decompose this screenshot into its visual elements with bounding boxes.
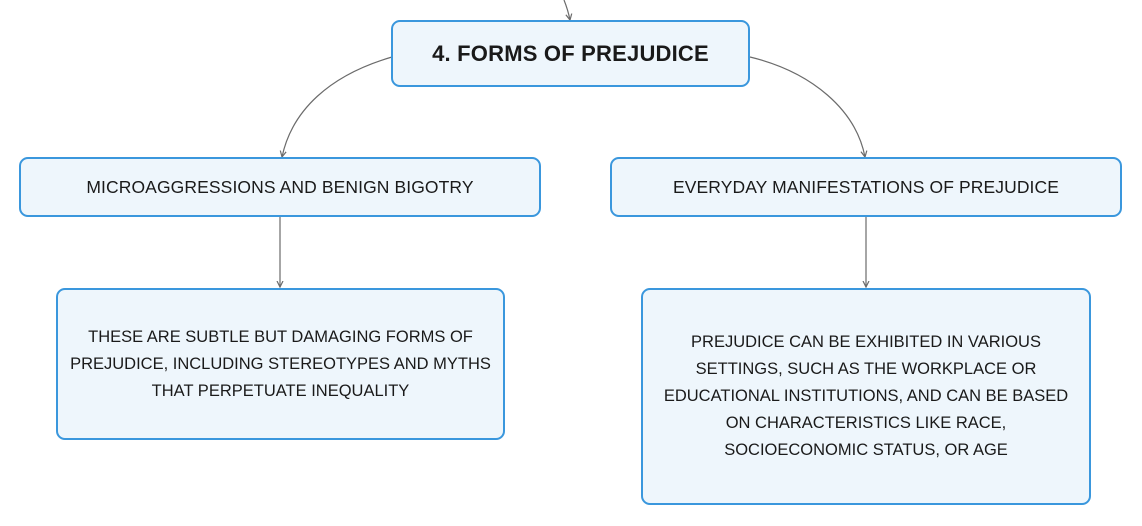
detail-text-everyday-manifestations: PREJUDICE CAN BE EXHIBITED IN VARIOUS SE… <box>663 333 1069 459</box>
branch-node-microaggressions[interactable]: MICROAGGRESSIONS AND BENIGN BIGOTRY <box>19 157 541 217</box>
connector-root-to-left-branch <box>282 56 393 157</box>
branch-label-microaggressions: MICROAGGRESSIONS AND BENIGN BIGOTRY <box>86 176 474 197</box>
root-topic-label: 4. FORMS OF PREJUDICE <box>432 40 709 66</box>
connector-root-to-right-branch <box>749 56 865 157</box>
branch-node-everyday-manifestations[interactable]: EVERYDAY MANIFESTATIONS OF PREJUDICE <box>610 157 1122 217</box>
incoming-connector <box>563 0 570 20</box>
branch-label-everyday-manifestations: EVERYDAY MANIFESTATIONS OF PREJUDICE <box>672 176 1060 197</box>
detail-node-everyday-manifestations[interactable]: PREJUDICE CAN BE EXHIBITED IN VARIOUS SE… <box>641 288 1091 505</box>
detail-node-microaggressions[interactable]: THESE ARE SUBTLE BUT DAMAGING FORMS OF P… <box>56 288 505 440</box>
root-topic-node[interactable]: 4. FORMS OF PREJUDICE <box>391 20 750 87</box>
detail-text-microaggressions: THESE ARE SUBTLE BUT DAMAGING FORMS OF P… <box>70 327 491 400</box>
